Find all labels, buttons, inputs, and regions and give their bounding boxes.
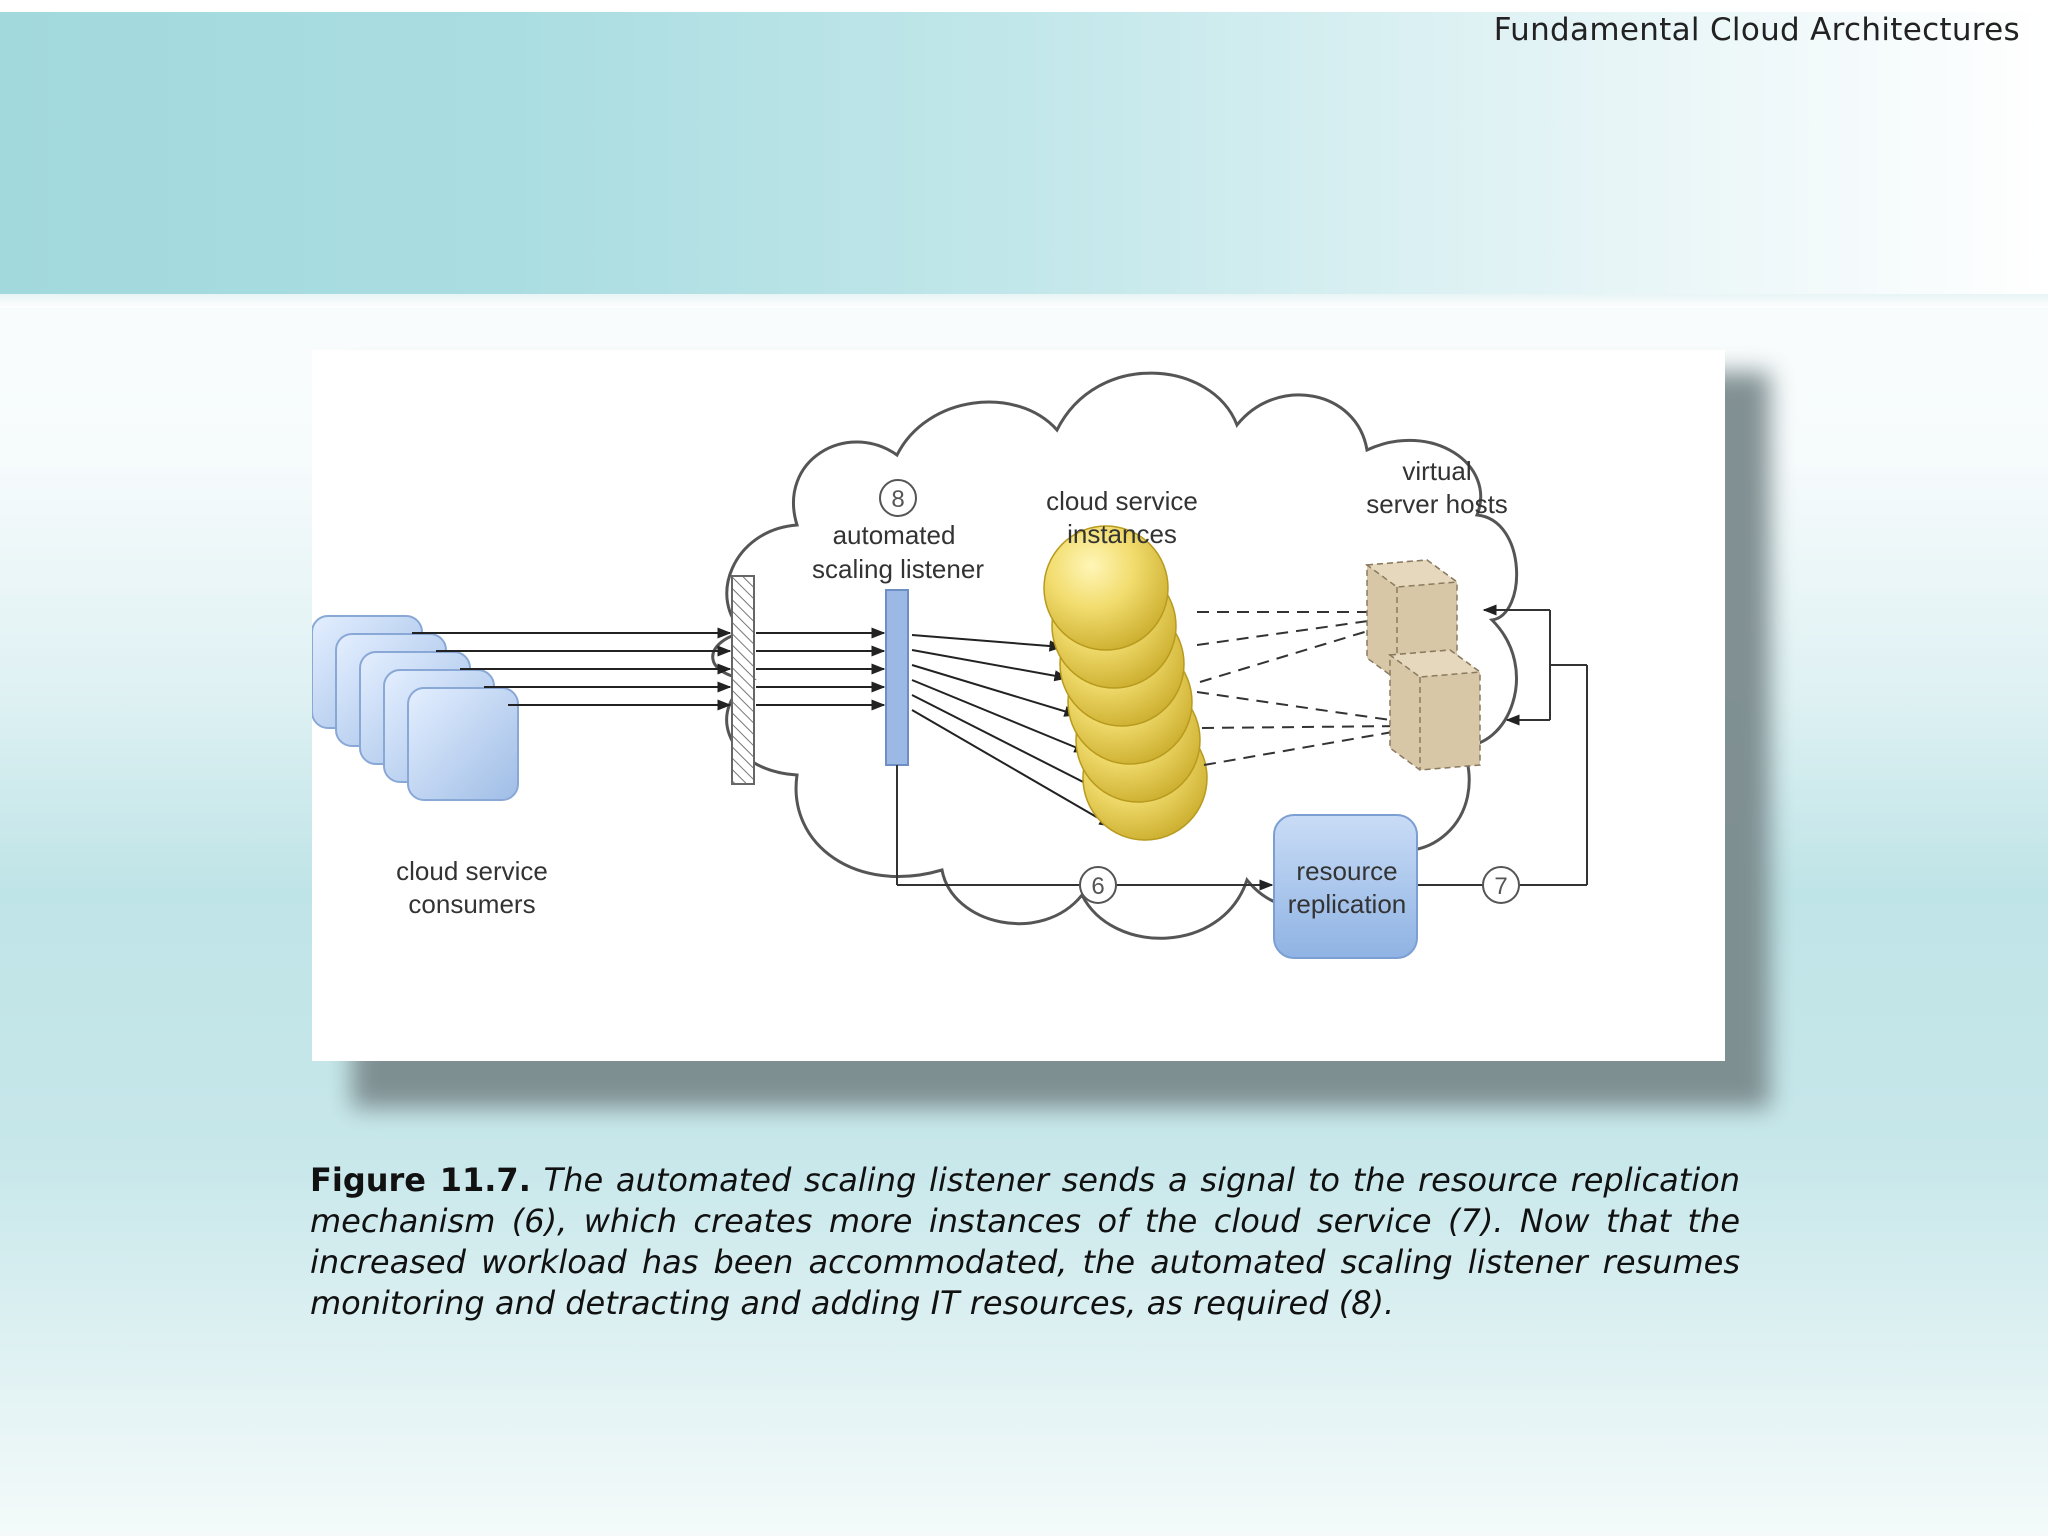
listener-label-line2: scaling listener [812,554,984,584]
hosts-label-line1: virtual [1402,456,1471,486]
figure-caption: Figure 11.7. The automated scaling liste… [310,1160,1740,1324]
figure-panel: 6 7 8 automated scaling listener cloud s… [312,350,1725,1061]
svg-text:7: 7 [1494,873,1507,900]
instances-label-line1: cloud service [1046,486,1198,516]
replication-label-line2: replication [1288,889,1407,919]
caption-text: The automated scaling listener sends a s… [310,1161,1741,1322]
instances-label-line2: instances [1067,519,1177,549]
caption-label: Figure 11.7. [310,1161,531,1199]
consumers-label-line1: cloud service [396,856,548,886]
consumers-label-line2: consumers [408,889,535,919]
svg-text:6: 6 [1091,873,1104,900]
header-divider [0,294,2048,308]
instance-arrows [911,634,1114,827]
step-7-marker: 7 [1482,866,1520,904]
cloud-service-instances [1043,525,1208,841]
request-arrows [412,627,732,711]
firewall [731,575,755,785]
cloud-service-consumers [312,615,519,801]
scaling-diagram: 6 7 8 automated scaling listener cloud s… [312,371,1588,959]
automated-scaling-listener [885,589,909,766]
listener-arrows [756,627,886,711]
step-8-marker: 8 [879,479,917,517]
resource-replication-box [1273,814,1418,959]
hosts-label-line2: server hosts [1366,489,1508,519]
host-links [1196,607,1406,766]
slide-title: Fundamental Cloud Architectures [1493,12,2020,48]
replication-label-line1: resource [1296,856,1397,886]
virtual-server-hosts [1364,559,1483,771]
svg-text:8: 8 [891,486,904,513]
listener-label-line1: automated [833,520,956,550]
step-6-marker: 6 [1079,866,1117,904]
header-band [0,12,2048,294]
